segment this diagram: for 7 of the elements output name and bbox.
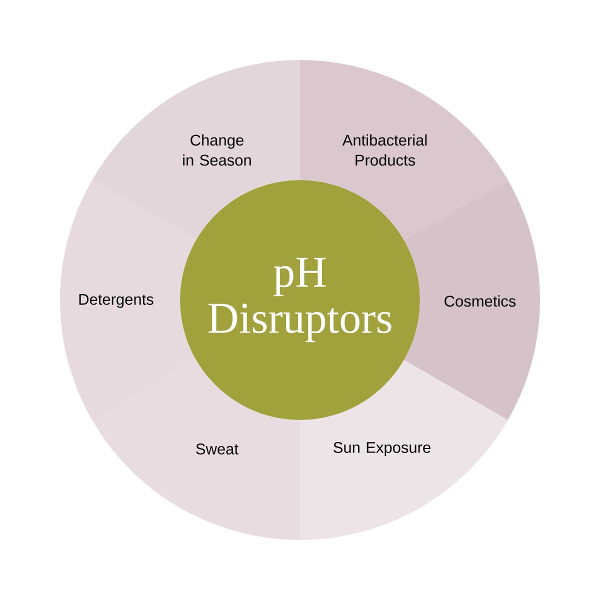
segment: Change in Season xyxy=(92,60,300,240)
segment: Sun Exposure xyxy=(300,360,508,540)
segment: Sweat xyxy=(92,360,300,540)
segment: Detergents xyxy=(60,180,196,420)
node-label: Detergents xyxy=(79,294,154,308)
segment: Cosmetics xyxy=(404,180,540,420)
segment: Antibacterial Products xyxy=(300,60,508,240)
